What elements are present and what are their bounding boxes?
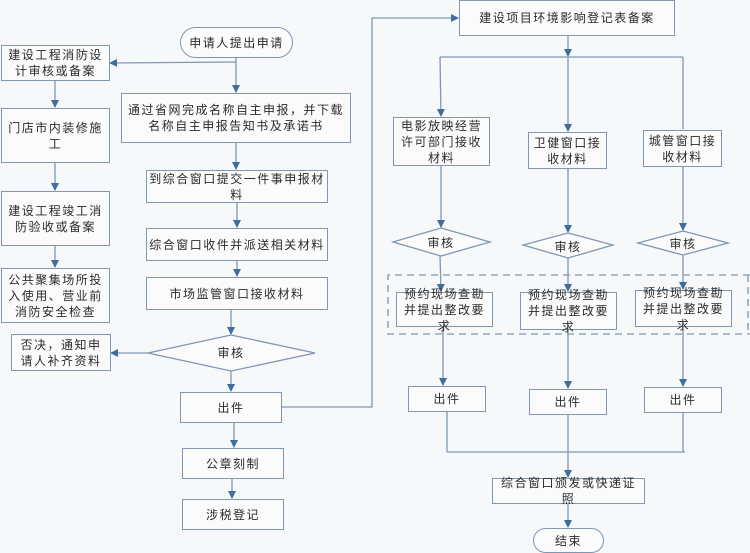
box-label: 建设工程竣工消防验收或备案	[8, 203, 103, 234]
market-supervision-box: 市场监管窗口接收材料	[146, 277, 328, 310]
branch-review-label: 审核	[669, 237, 697, 251]
end-node: 结束	[533, 528, 604, 553]
urban-mgmt-receive-box: 城管窗口接收材料	[643, 130, 722, 167]
submit-materials-box: 到综合窗口提交一件事申报材料	[146, 170, 328, 203]
fire-acceptance-box: 建设工程竣工消防验收或备案	[1, 191, 110, 246]
box-label: 出件	[433, 392, 461, 406]
branch-review-diamond	[390, 227, 493, 257]
box-label: 卫健窗口接收材料	[533, 135, 602, 166]
box-label: 预约现场查勘并提出整改要求	[642, 285, 724, 332]
seal-engraving-box: 公章刻制	[182, 448, 284, 479]
renovation-box: 门店市内装修施工	[1, 108, 110, 163]
box-label: 公章刻制	[205, 456, 260, 471]
fire-safety-inspection-box: 公共聚集场所投入使用、营业前消防安全检查	[1, 268, 110, 323]
box-label: 门店市内装修施工	[8, 120, 103, 151]
branch-review-label: 审核	[427, 236, 455, 250]
branch-review-label: 审核	[554, 240, 582, 254]
box-label: 预约现场查勘并提出整改要求	[403, 286, 485, 333]
box-label: 城管窗口接收材料	[648, 133, 717, 164]
site-inspection-box: 预约现场查勘并提出整改要求	[520, 288, 617, 334]
final-issue-box: 综合窗口颁发或快递证照	[492, 476, 645, 506]
branch-issue-box: 出件	[644, 387, 722, 413]
box-label: 否决，通知申请人补齐资料	[20, 337, 102, 368]
connector	[436, 56, 445, 117]
box-label: 出件	[554, 395, 582, 409]
site-inspection-box: 预约现场查勘并提出整改要求	[635, 286, 732, 332]
branch-issue-box: 出件	[408, 386, 486, 412]
connector	[282, 14, 459, 408]
branch-issue-box: 出件	[529, 389, 607, 415]
tax-registration-box: 涉税登记	[182, 499, 284, 530]
end-label: 结束	[554, 533, 582, 548]
box-label: 综合窗口收件并派送相关材料	[149, 237, 325, 252]
fire-design-review-box: 建设工程消防设计审核或备案	[1, 45, 110, 81]
box-label: 到综合窗口提交一件事申报材料	[149, 171, 325, 202]
main-issue-box: 出件	[180, 392, 282, 423]
reject-box: 否决，通知申请人补齐资料	[11, 334, 111, 371]
box-label: 市场监管窗口接收材料	[169, 286, 305, 301]
health-window-receive-box: 卫健窗口接收材料	[528, 132, 607, 169]
box-label: 电影放映经营许可部门接收材料	[400, 118, 482, 165]
start-label: 申请人提出申请	[189, 35, 284, 50]
env-filing-box: 建设项目环境影响登记表备案	[459, 0, 675, 36]
box-label: 建设项目环境影响登记表备案	[479, 11, 655, 25]
box-label: 公共聚集场所投入使用、营业前消防安全检查	[8, 272, 103, 319]
box-label: 建设工程消防设计审核或备案	[8, 48, 103, 78]
box-label: 通过省网完成名称自主申报，并下载名称自主申报告知书及承诺书	[127, 103, 344, 133]
box-label: 涉税登记	[205, 507, 260, 522]
inspection-group-frame	[387, 274, 750, 335]
connector	[436, 255, 445, 292]
main-review-label: 审核	[217, 346, 245, 360]
dispatch-materials-box: 综合窗口收件并派送相关材料	[146, 228, 328, 261]
start-node: 申请人提出申请	[180, 27, 293, 58]
box-label: 出件	[669, 393, 697, 407]
box-label: 出件	[217, 400, 245, 415]
site-inspection-box: 预约现场查勘并提出整改要求	[396, 287, 493, 333]
online-declaration-box: 通过省网完成名称自主申报，并下载名称自主申报告知书及承诺书	[121, 93, 351, 143]
connector	[109, 58, 237, 67]
box-label: 预约现场查勘并提出整改要求	[527, 288, 609, 334]
box-label: 综合窗口颁发或快递证照	[500, 476, 636, 506]
film-license-receive-box: 电影放映经营许可部门接收材料	[393, 117, 490, 166]
